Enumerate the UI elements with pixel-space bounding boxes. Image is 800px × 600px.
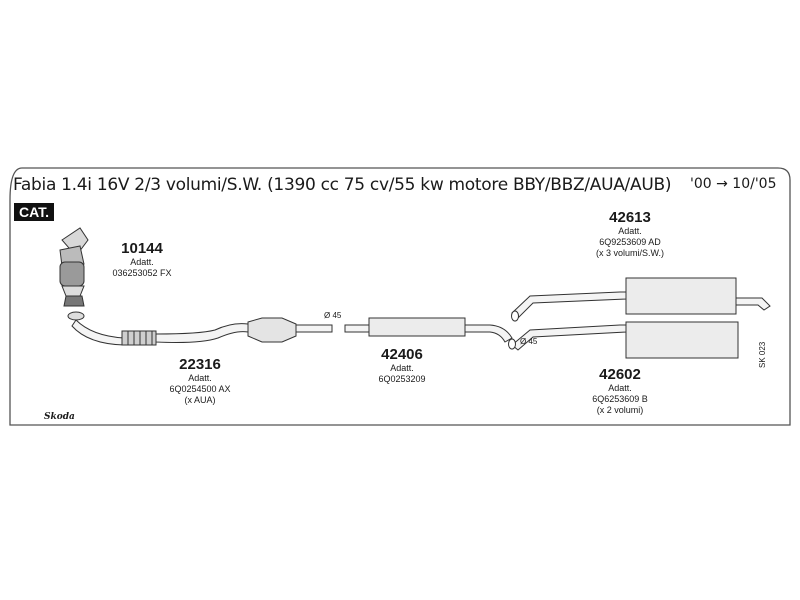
part-42406-shape — [344, 317, 513, 343]
part-note: Adatt. — [188, 373, 212, 383]
part-note: Adatt. — [390, 363, 414, 373]
part-note: Adatt. — [130, 257, 154, 267]
part-code: 42406 — [381, 346, 423, 363]
sheet-code: SK 023 — [758, 341, 767, 368]
diameter-label: Ø 45 — [520, 337, 538, 346]
part-label-10144: 10144 Adatt. 036253052 FX — [92, 240, 192, 279]
part-code: 42613 — [609, 209, 651, 226]
part-label-42406: 42406 Adatt. 6Q0253209 — [352, 346, 452, 385]
part-variant: (x AUA) — [184, 395, 216, 405]
part-10144-shape — [59, 227, 89, 307]
vehicle-title: Fabia 1.4i 16V 2/3 volumi/S.W. (1390 cc … — [13, 175, 672, 195]
part-oem: 6Q6253609 B — [592, 394, 648, 404]
part-note: Adatt. — [608, 383, 632, 393]
part-code: 22316 — [179, 356, 221, 373]
part-10144-flange — [67, 311, 85, 321]
part-variant: (x 2 volumi) — [596, 405, 644, 415]
part-note: Adatt. — [618, 226, 642, 236]
part-variant: (x 3 volumi/S.W.) — [595, 248, 664, 258]
diagram-frame — [9, 167, 791, 426]
part-code: 42602 — [599, 366, 641, 383]
part-label-22316: 22316 Adatt. 6Q0254500 AX (x AUA) — [150, 356, 250, 406]
part-oem: 6Q0253209 — [378, 374, 426, 384]
part-label-42602: 42602 Adatt. 6Q6253609 B (x 2 volumi) — [560, 366, 680, 416]
part-label-42613: 42613 Adatt. 6Q9253609 AD (x 3 volumi/S.… — [570, 209, 690, 259]
part-oem: 036253052 FX — [112, 268, 172, 278]
part-22316-shape — [71, 317, 333, 346]
model-years: '00 → 10/'05 — [690, 176, 777, 192]
part-oem: 6Q9253609 AD — [599, 237, 661, 247]
part-42613-shape — [511, 277, 771, 319]
part-oem: 6Q0254500 AX — [169, 384, 231, 394]
cat-badge: CAT. — [14, 203, 55, 221]
part-code: 10144 — [121, 240, 163, 257]
diameter-label: Ø 45 — [324, 311, 342, 320]
part-42602-shape — [511, 321, 739, 359]
brand-logo: Skoda — [44, 412, 75, 422]
